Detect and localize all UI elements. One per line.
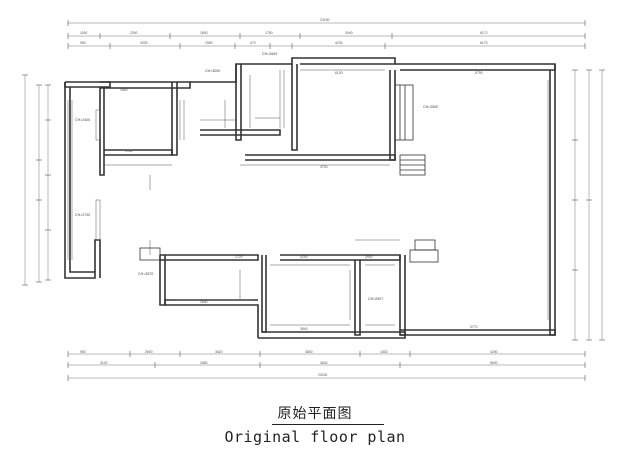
window-left-2	[95, 109, 101, 141]
wall-bottom-right	[400, 329, 556, 336]
svg-text:3700: 3700	[320, 165, 328, 169]
svg-text:3040: 3040	[345, 31, 353, 35]
wall-bath-bottom	[200, 129, 281, 136]
svg-text:1750: 1750	[265, 31, 273, 35]
wall-living-left	[291, 64, 298, 151]
svg-text:3840: 3840	[305, 350, 313, 354]
svg-text:2650: 2650	[200, 361, 208, 365]
svg-text:3620: 3620	[215, 350, 223, 354]
stair-notch	[414, 239, 436, 251]
svg-text:3640: 3640	[320, 361, 328, 365]
svg-text:5770: 5770	[470, 325, 478, 329]
svg-text:CH=2870: CH=2870	[138, 272, 153, 276]
wall-lower-divider	[354, 260, 361, 336]
wall-inner-left-vertical	[99, 87, 105, 176]
svg-text:CH=2400: CH=2400	[75, 118, 90, 122]
wall-bottom-left-step	[164, 299, 259, 338]
svg-text:5600: 5600	[490, 361, 498, 365]
svg-text:2650: 2650	[200, 300, 208, 304]
svg-text:1150: 1150	[80, 31, 87, 35]
plan-title-chinese: 原始平面图	[277, 406, 353, 422]
svg-text:CH=2500: CH=2500	[423, 105, 438, 109]
wall-bottom-mid	[258, 331, 406, 339]
wall-lower-left	[159, 255, 166, 306]
svg-text:CH=2720: CH=2720	[75, 213, 90, 217]
svg-text:1830: 1830	[380, 350, 388, 354]
wall-bath-right	[235, 64, 242, 141]
window-left-1	[95, 199, 101, 241]
wall-bedroom-right	[171, 82, 178, 156]
svg-text:4290: 4290	[300, 255, 308, 259]
svg-text:3030: 3030	[140, 41, 148, 45]
entry-porch	[409, 249, 439, 263]
floor-plan-drawing: 23150 1150 2300 1800 1750 3040 6170 950 3030…	[22, 18, 605, 381]
svg-text:2300: 2300	[130, 31, 138, 35]
svg-text:2900: 2900	[365, 255, 373, 259]
svg-text:6130: 6130	[335, 71, 343, 75]
svg-text:2600: 2600	[145, 350, 153, 354]
svg-text:1950: 1950	[205, 41, 213, 45]
wall-top-left	[100, 81, 191, 89]
svg-text:6170: 6170	[480, 31, 488, 35]
svg-text:2930: 2930	[125, 149, 133, 153]
bay-window	[394, 84, 414, 141]
svg-text:5790: 5790	[475, 71, 483, 75]
svg-text:1800: 1800	[200, 31, 208, 35]
wall-living-bottom	[245, 154, 396, 161]
wall-lower-rooms-top	[160, 254, 259, 261]
wall-lower-right	[399, 255, 406, 336]
svg-text:23150: 23150	[320, 18, 330, 22]
svg-text:3840: 3840	[300, 327, 308, 331]
svg-text:4250: 4250	[490, 350, 498, 354]
svg-text:950: 950	[80, 41, 86, 45]
wall-lower-rooms-top-2	[280, 254, 401, 261]
svg-text:4230: 4230	[335, 41, 343, 45]
svg-text:1720: 1720	[235, 255, 243, 259]
wall-corridor-top	[104, 149, 173, 156]
wall-living-right	[389, 70, 396, 161]
svg-text:CH=2907: CH=2907	[368, 297, 383, 301]
svg-text:470: 470	[250, 41, 256, 45]
plan-title-english: Original floor plan	[224, 428, 406, 446]
wall-top-right	[395, 63, 556, 71]
title-underline	[272, 424, 384, 425]
svg-text:3100: 3100	[100, 361, 108, 365]
wall-left-outer	[64, 82, 96, 279]
svg-text:CH=3000: CH=3000	[205, 69, 220, 73]
svg-text:950: 950	[80, 350, 86, 354]
svg-text:CH=2840: CH=2840	[262, 52, 277, 56]
svg-text:6170: 6170	[480, 41, 488, 45]
wall-right-outer	[549, 64, 556, 336]
wall-lower-mid	[261, 255, 267, 333]
svg-text:3550: 3550	[120, 88, 128, 92]
svg-text:23150: 23150	[318, 373, 328, 377]
